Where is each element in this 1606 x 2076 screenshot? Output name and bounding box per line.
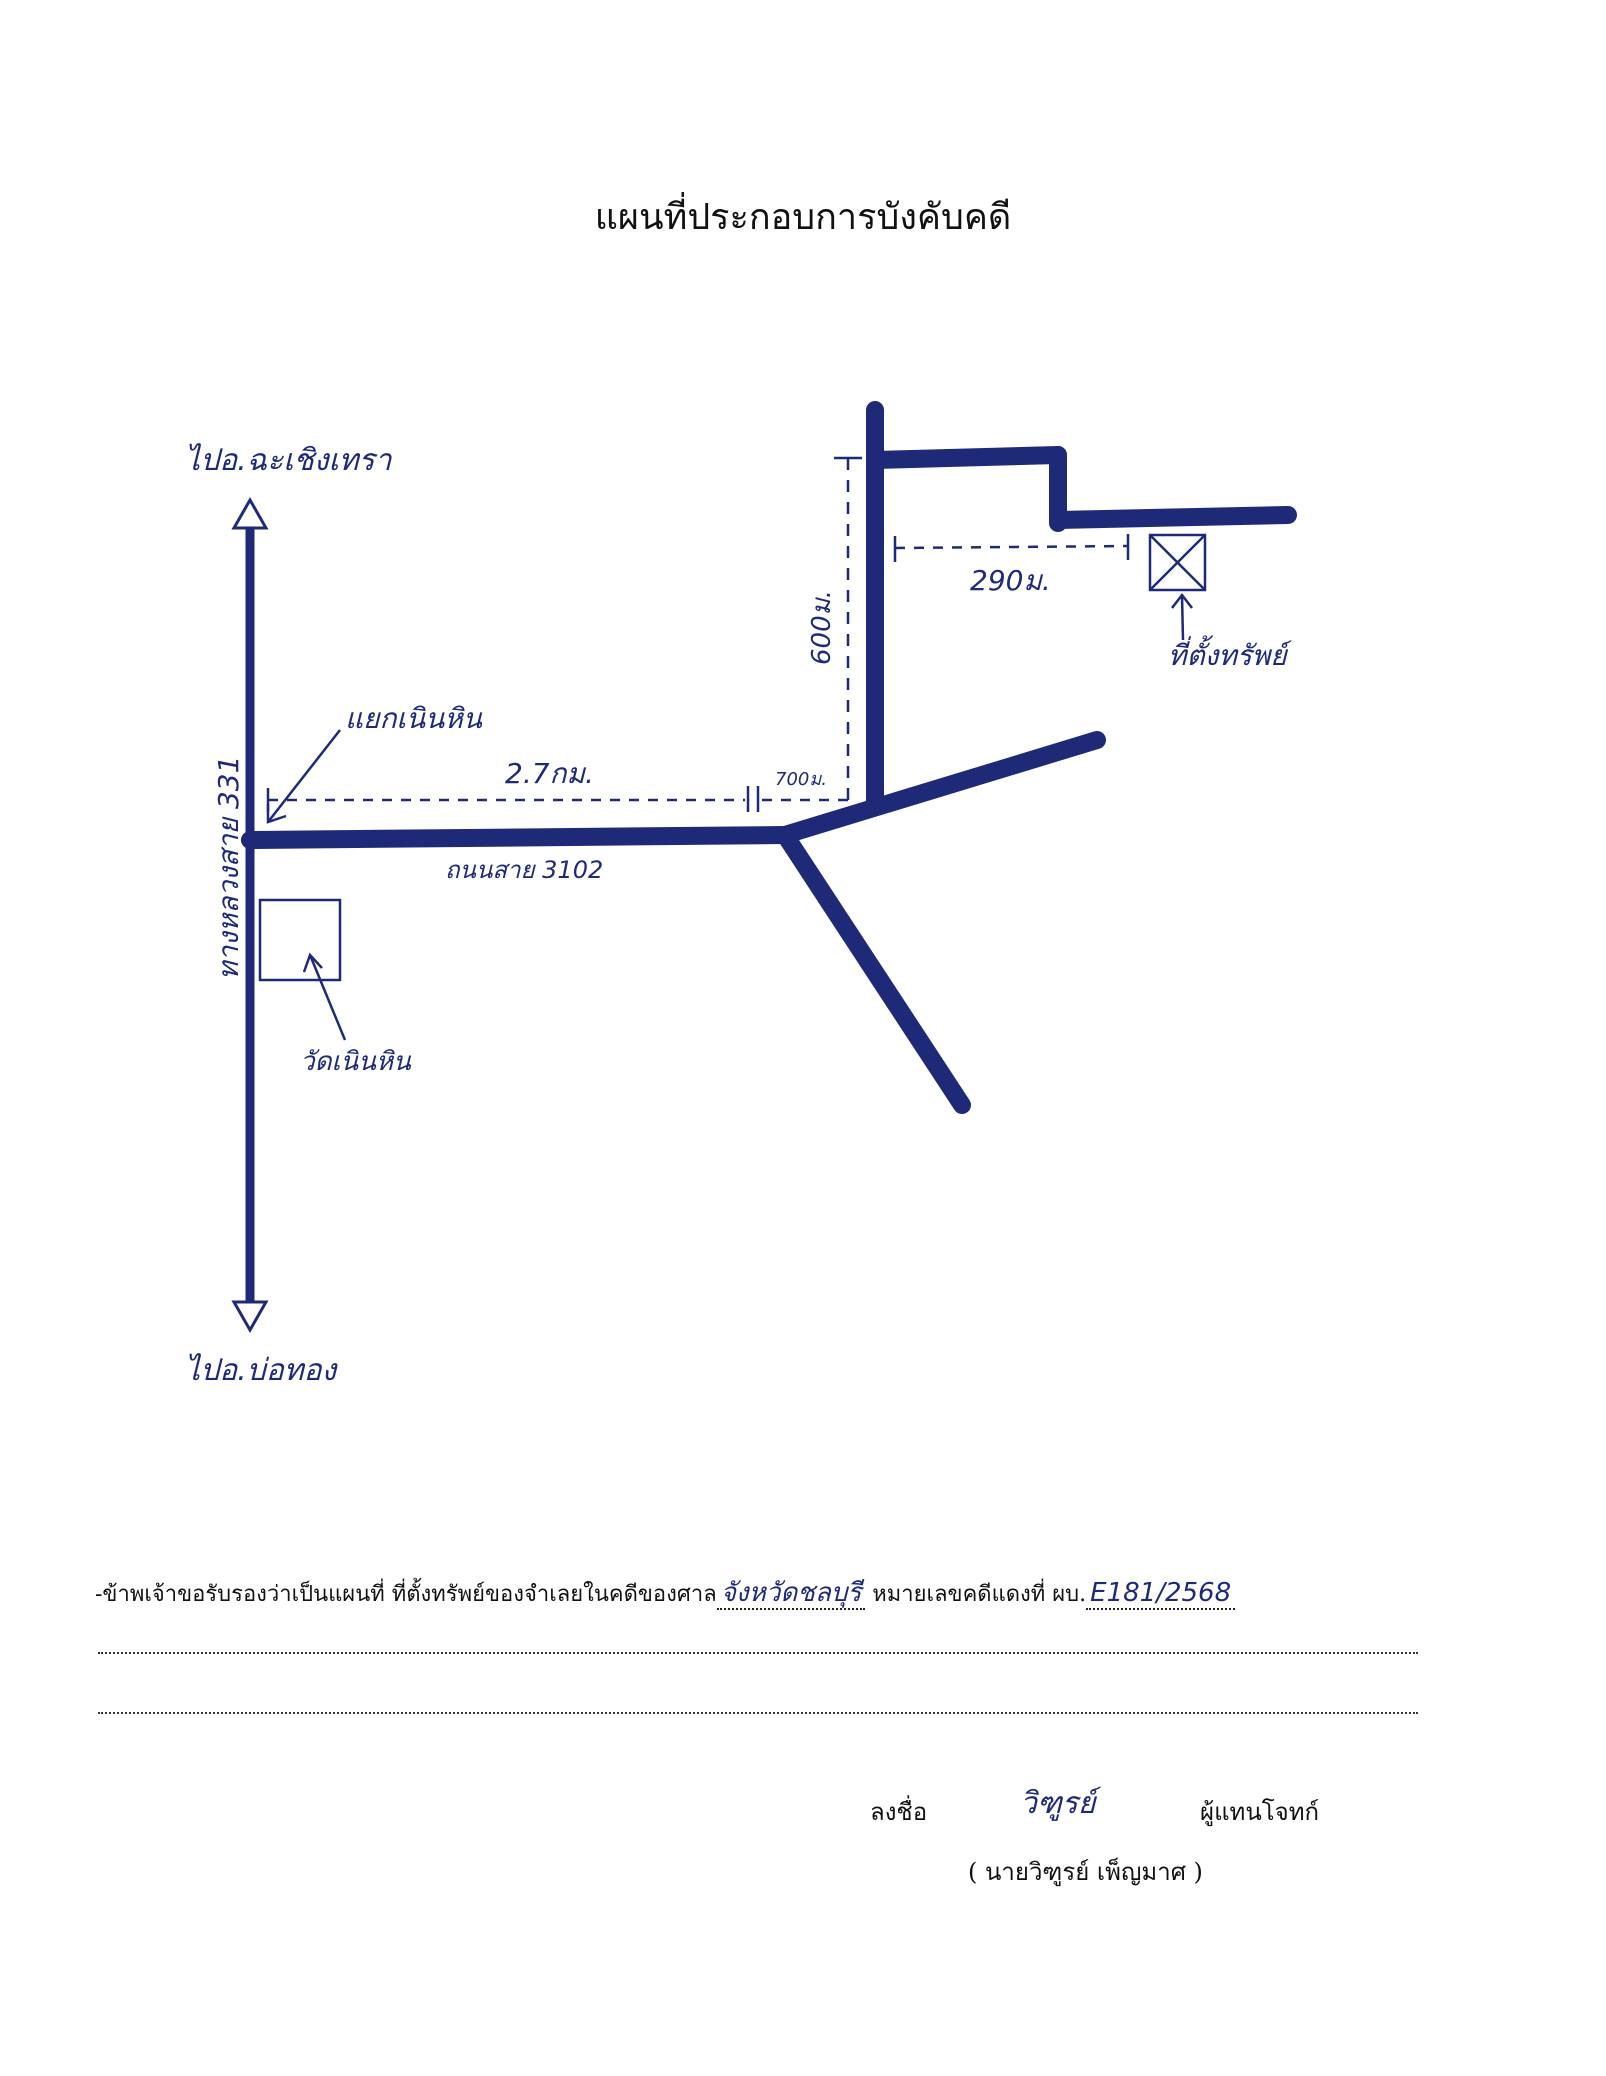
label-junction: แยกเนินหิน [345,702,483,735]
signer-name: ( นายวิฑูรย์ เพ็ญมาศ ) [968,1858,1203,1886]
south-arrow-icon [231,1300,269,1334]
label-main-highway: ทางหลวงสาย 331 [212,756,245,980]
blank-line-2 [98,1712,1418,1714]
sign-label: ลงชื่อ [870,1798,928,1826]
secondary-road [241,401,1297,1114]
label-secondary-road: ถนนสาย 3102 [445,856,603,884]
label-temple: วัดเนินหิน [300,1047,412,1077]
label-to-south: ไปอ.บ่อทอง [185,1353,339,1388]
label-distance-3: 600ม. [807,590,837,665]
property-marker [1148,533,1207,592]
property-pointer-arrow [1171,592,1193,641]
certification-prefix: -ข้าพเจ้าขอรับรองว่าเป็นแผนที่ ที่ตั้งทร… [95,1582,717,1607]
label-distance-4: 290ม. [970,564,1051,597]
label-distance-1: 2.7กม. [505,757,594,790]
temple-pointer-arrow [302,952,347,1041]
case-label: หมายเลขคดีแดงที่ ผบ. [872,1582,1087,1607]
blank-line-1 [98,1652,1418,1654]
distance-markers [266,456,1130,812]
case-number: E181/2568 [1086,1578,1236,1610]
signature-handwritten: วิฑูรย์ [1020,1786,1096,1821]
temple-marker [258,898,342,982]
label-to-north: ไปอ.ฉะเชิงเทรา [185,443,393,478]
court-name: จังหวัดชลบุรี [716,1578,866,1610]
junction-pointer-arrow [266,729,341,824]
page-title: แผนที่ประกอบการบังคับคดี [594,197,1012,238]
label-property: ที่ตั้งทรัพย์ [1168,635,1293,672]
signer-role: ผู้แทนโจทก์ [1200,1798,1320,1826]
certification-statement: -ข้าพเจ้าขอรับรองว่าเป็นแผนที่ ที่ตั้งทร… [95,1572,1415,1613]
label-distance-2: 700ม. [775,769,827,790]
north-arrow-icon [231,496,269,530]
